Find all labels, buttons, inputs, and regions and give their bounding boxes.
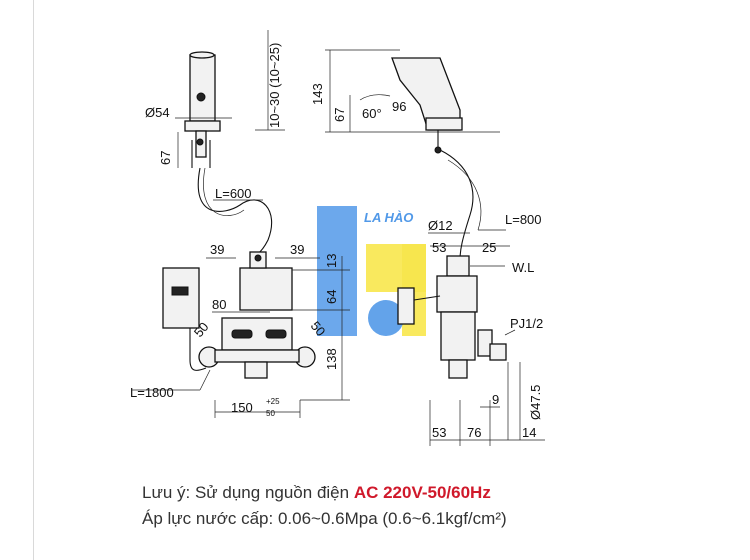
dim-offset-right: 39 xyxy=(290,242,304,257)
dim-25: 25 xyxy=(482,240,496,255)
sensor-cable xyxy=(439,149,474,261)
dim-hose-length: L=600 xyxy=(215,186,252,201)
note-power-spec: AC 220V-50/60Hz xyxy=(353,483,491,502)
left-view: Ø54 10~30 (10~25) 67 L=600 39 39 80 xyxy=(130,30,350,418)
note-power-prefix: Lưu ý: Sử dụng nguồn điện xyxy=(142,483,354,502)
dim-53-top: 53 xyxy=(432,240,446,255)
label-water-level: W.L xyxy=(512,260,534,275)
dim-width-bottom: 150 xyxy=(231,400,253,415)
dim-76: 76 xyxy=(467,425,481,440)
dim-cable-length: L=800 xyxy=(505,212,542,227)
watermark-logo: LA HÀO xyxy=(317,206,426,336)
label-thread: PJ1/2 xyxy=(510,316,543,331)
note-line-power: Lưu ý: Sử dụng nguồn điện AC 220V-50/60H… xyxy=(142,480,702,506)
page-divider xyxy=(33,0,34,560)
dim-96: 96 xyxy=(392,99,406,114)
dim-width-mid: 80 xyxy=(212,297,226,312)
power-supply-box xyxy=(162,267,200,329)
supply-hose xyxy=(197,167,273,259)
right-view: 143 67 60° 96 L=800 Ø12 53 25 W.L xyxy=(310,49,545,446)
note-line-pressure: Áp lực nước cấp: 0.06~0.6Mpa (0.6~6.1kgf… xyxy=(142,509,507,528)
dim-diameter-spout: Ø54 xyxy=(145,105,170,120)
dim-angle: 60° xyxy=(362,106,382,121)
notes: Lưu ý: Sử dụng nguồn điện AC 220V-50/60H… xyxy=(142,480,702,532)
valve-unit-side xyxy=(436,275,478,313)
dim-power-cable: L=1800 xyxy=(130,385,174,400)
dim-14: 14 xyxy=(522,425,536,440)
dim-47-5: Ø47.5 xyxy=(528,385,543,420)
dim-9: 9 xyxy=(492,392,499,407)
dim-height-total: 143 xyxy=(310,83,325,105)
dim-height-67-right: 67 xyxy=(332,108,347,122)
dim-tolerance-plus: +25 xyxy=(266,397,280,406)
dim-height-13: 13 xyxy=(324,254,339,268)
dim-53-bottom: 53 xyxy=(432,425,446,440)
dim-diameter-pipe: Ø12 xyxy=(428,218,453,233)
dim-height-138: 138 xyxy=(324,348,339,370)
dim-offset-left: 39 xyxy=(210,242,224,257)
spout-body xyxy=(189,54,216,122)
dim-vertical-range: 10~30 (10~25) xyxy=(267,43,282,128)
dim-tolerance-minus: 50 xyxy=(266,409,275,418)
watermark-text: LA HÀO xyxy=(364,210,413,225)
solenoid-box xyxy=(239,267,293,311)
technical-drawing: LA HÀO Ø54 10~30 (10~25) 67 xyxy=(130,30,545,446)
dim-height-64: 64 xyxy=(324,290,339,304)
dim-height-a: 67 xyxy=(158,151,173,165)
